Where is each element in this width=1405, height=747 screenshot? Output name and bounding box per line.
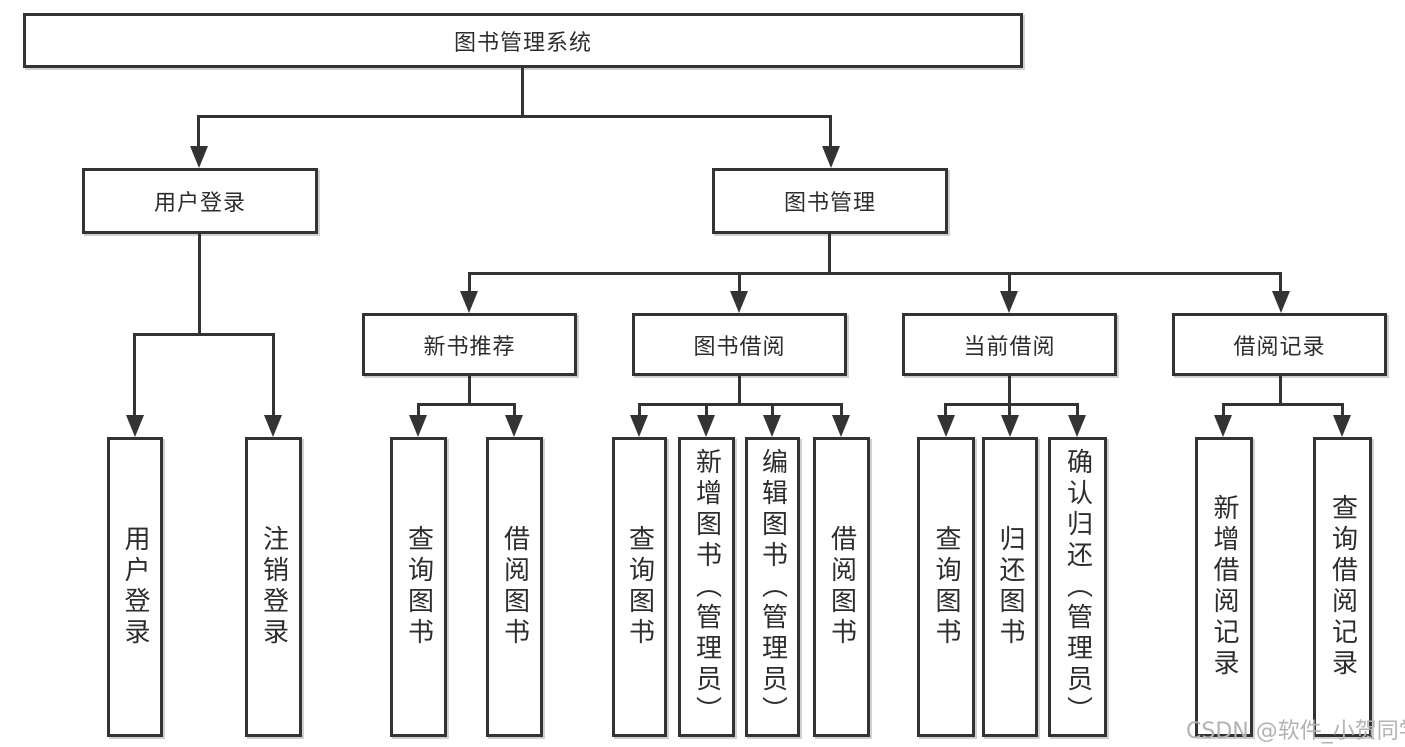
leaf-label: 归还图书 <box>995 525 1025 649</box>
connector-line <box>521 68 524 116</box>
leaf-query-books-recommend: 查询图书 <box>390 437 447 737</box>
arrow-down-icon <box>460 291 478 313</box>
arrow-down-icon <box>697 415 715 437</box>
leaf-label: 查询图书 <box>403 525 434 649</box>
leaf-query-books-borrowing: 查询图书 <box>612 437 667 737</box>
arrow-down-icon <box>730 291 748 313</box>
connector-line <box>1008 403 1011 417</box>
node-root: 图书管理系统 <box>23 13 1023 68</box>
arrow-down-icon <box>1214 415 1232 437</box>
leaf-query-books-current: 查询图书 <box>917 437 975 737</box>
node-new-book-recommend-label: 新书推荐 <box>423 334 516 360</box>
arrow-down-icon <box>505 415 523 437</box>
leaf-label: 新增图书（管理员） <box>691 447 722 727</box>
connector-line <box>417 403 516 406</box>
arrow-down-icon <box>1272 291 1290 313</box>
connector-line <box>1341 403 1344 417</box>
node-book-borrowing-label: 图书借阅 <box>693 334 786 360</box>
leaf-label: 借阅图书 <box>826 525 857 649</box>
node-root-label: 图书管理系统 <box>453 30 592 56</box>
connector-line <box>417 403 420 417</box>
arrow-down-icon <box>822 146 840 168</box>
node-current-borrowing: 当前借阅 <box>902 313 1117 376</box>
node-user-login: 用户登录 <box>82 168 318 234</box>
leaf-label: 查询图书 <box>624 525 655 649</box>
leaf-user-login: 用户登录 <box>107 437 163 737</box>
connector-line <box>197 115 200 148</box>
arrow-down-icon <box>630 415 648 437</box>
leaf-query-borrow-record: 查询借阅记录 <box>1313 437 1372 737</box>
node-user-login-label: 用户登录 <box>153 191 246 216</box>
connector-line <box>1222 403 1225 417</box>
connector-line <box>829 115 832 148</box>
leaf-return-books: 归还图书 <box>982 437 1038 737</box>
connector-line <box>828 234 831 274</box>
leaf-borrow-books-recommend: 借阅图书 <box>486 437 543 737</box>
connector-line <box>133 333 274 336</box>
connector-line <box>1222 403 1344 406</box>
leaf-confirm-return-admin: 确认归还（管理员） <box>1048 437 1107 737</box>
leaf-label: 确认归还（管理员） <box>1062 447 1093 727</box>
leaf-label: 查询借阅记录 <box>1327 494 1358 680</box>
leaf-label: 新增借阅记录 <box>1209 494 1239 680</box>
node-book-management: 图书管理 <box>712 168 948 234</box>
connector-line <box>468 376 471 405</box>
connector-line <box>638 403 843 406</box>
leaf-label: 注销登录 <box>258 525 289 649</box>
node-borrowing-records: 借阅记录 <box>1172 313 1387 376</box>
node-borrowing-records-label: 借阅记录 <box>1233 334 1326 360</box>
connector-line <box>198 234 201 335</box>
node-book-borrowing: 图书借阅 <box>632 313 847 376</box>
leaf-add-books-admin: 新增图书（管理员） <box>678 437 735 737</box>
node-current-borrowing-label: 当前借阅 <box>963 334 1056 360</box>
leaf-logout: 注销登录 <box>245 437 302 737</box>
connector-line <box>738 376 741 405</box>
connector-line <box>1008 272 1011 293</box>
connector-line <box>1279 376 1282 405</box>
leaf-add-borrow-record: 新增借阅记录 <box>1195 437 1253 737</box>
watermark: CSDN @软件_小贺同学 <box>1186 719 1405 744</box>
leaf-label: 借阅图书 <box>499 525 530 649</box>
leaf-edit-books-admin: 编辑图书（管理员） <box>745 437 800 737</box>
leaf-label: 查询图书 <box>931 525 961 649</box>
connector-line <box>1076 403 1079 417</box>
arrow-down-icon <box>1333 415 1351 437</box>
leaf-label: 用户登录 <box>120 525 150 649</box>
node-book-management-label: 图书管理 <box>783 191 876 216</box>
arrow-down-icon <box>409 415 427 437</box>
connector-line <box>771 403 774 417</box>
arrow-down-icon <box>832 415 850 437</box>
leaf-label: 编辑图书（管理员） <box>757 447 788 727</box>
arrow-down-icon <box>1000 291 1018 313</box>
connector-line <box>1008 376 1011 405</box>
connector-line <box>198 115 832 118</box>
connector-line <box>272 333 275 417</box>
connector-line <box>840 403 843 417</box>
connector-line <box>944 403 1079 406</box>
connector-line <box>1279 272 1282 293</box>
leaf-borrow-books: 借阅图书 <box>813 437 870 737</box>
connector-line <box>468 272 1282 275</box>
connector-line <box>638 403 641 417</box>
connector-line <box>705 403 708 417</box>
arrow-down-icon <box>763 415 781 437</box>
connector-line <box>513 403 516 417</box>
arrow-down-icon <box>937 415 955 437</box>
arrow-down-icon <box>1068 415 1086 437</box>
arrow-down-icon <box>264 415 282 437</box>
arrow-down-icon <box>190 146 208 168</box>
arrow-down-icon <box>126 415 144 437</box>
connector-line <box>944 403 947 417</box>
node-new-book-recommend: 新书推荐 <box>362 313 577 376</box>
connector-line <box>468 272 471 293</box>
arrow-down-icon <box>1001 415 1019 437</box>
connector-line <box>133 333 136 417</box>
connector-line <box>738 272 741 293</box>
